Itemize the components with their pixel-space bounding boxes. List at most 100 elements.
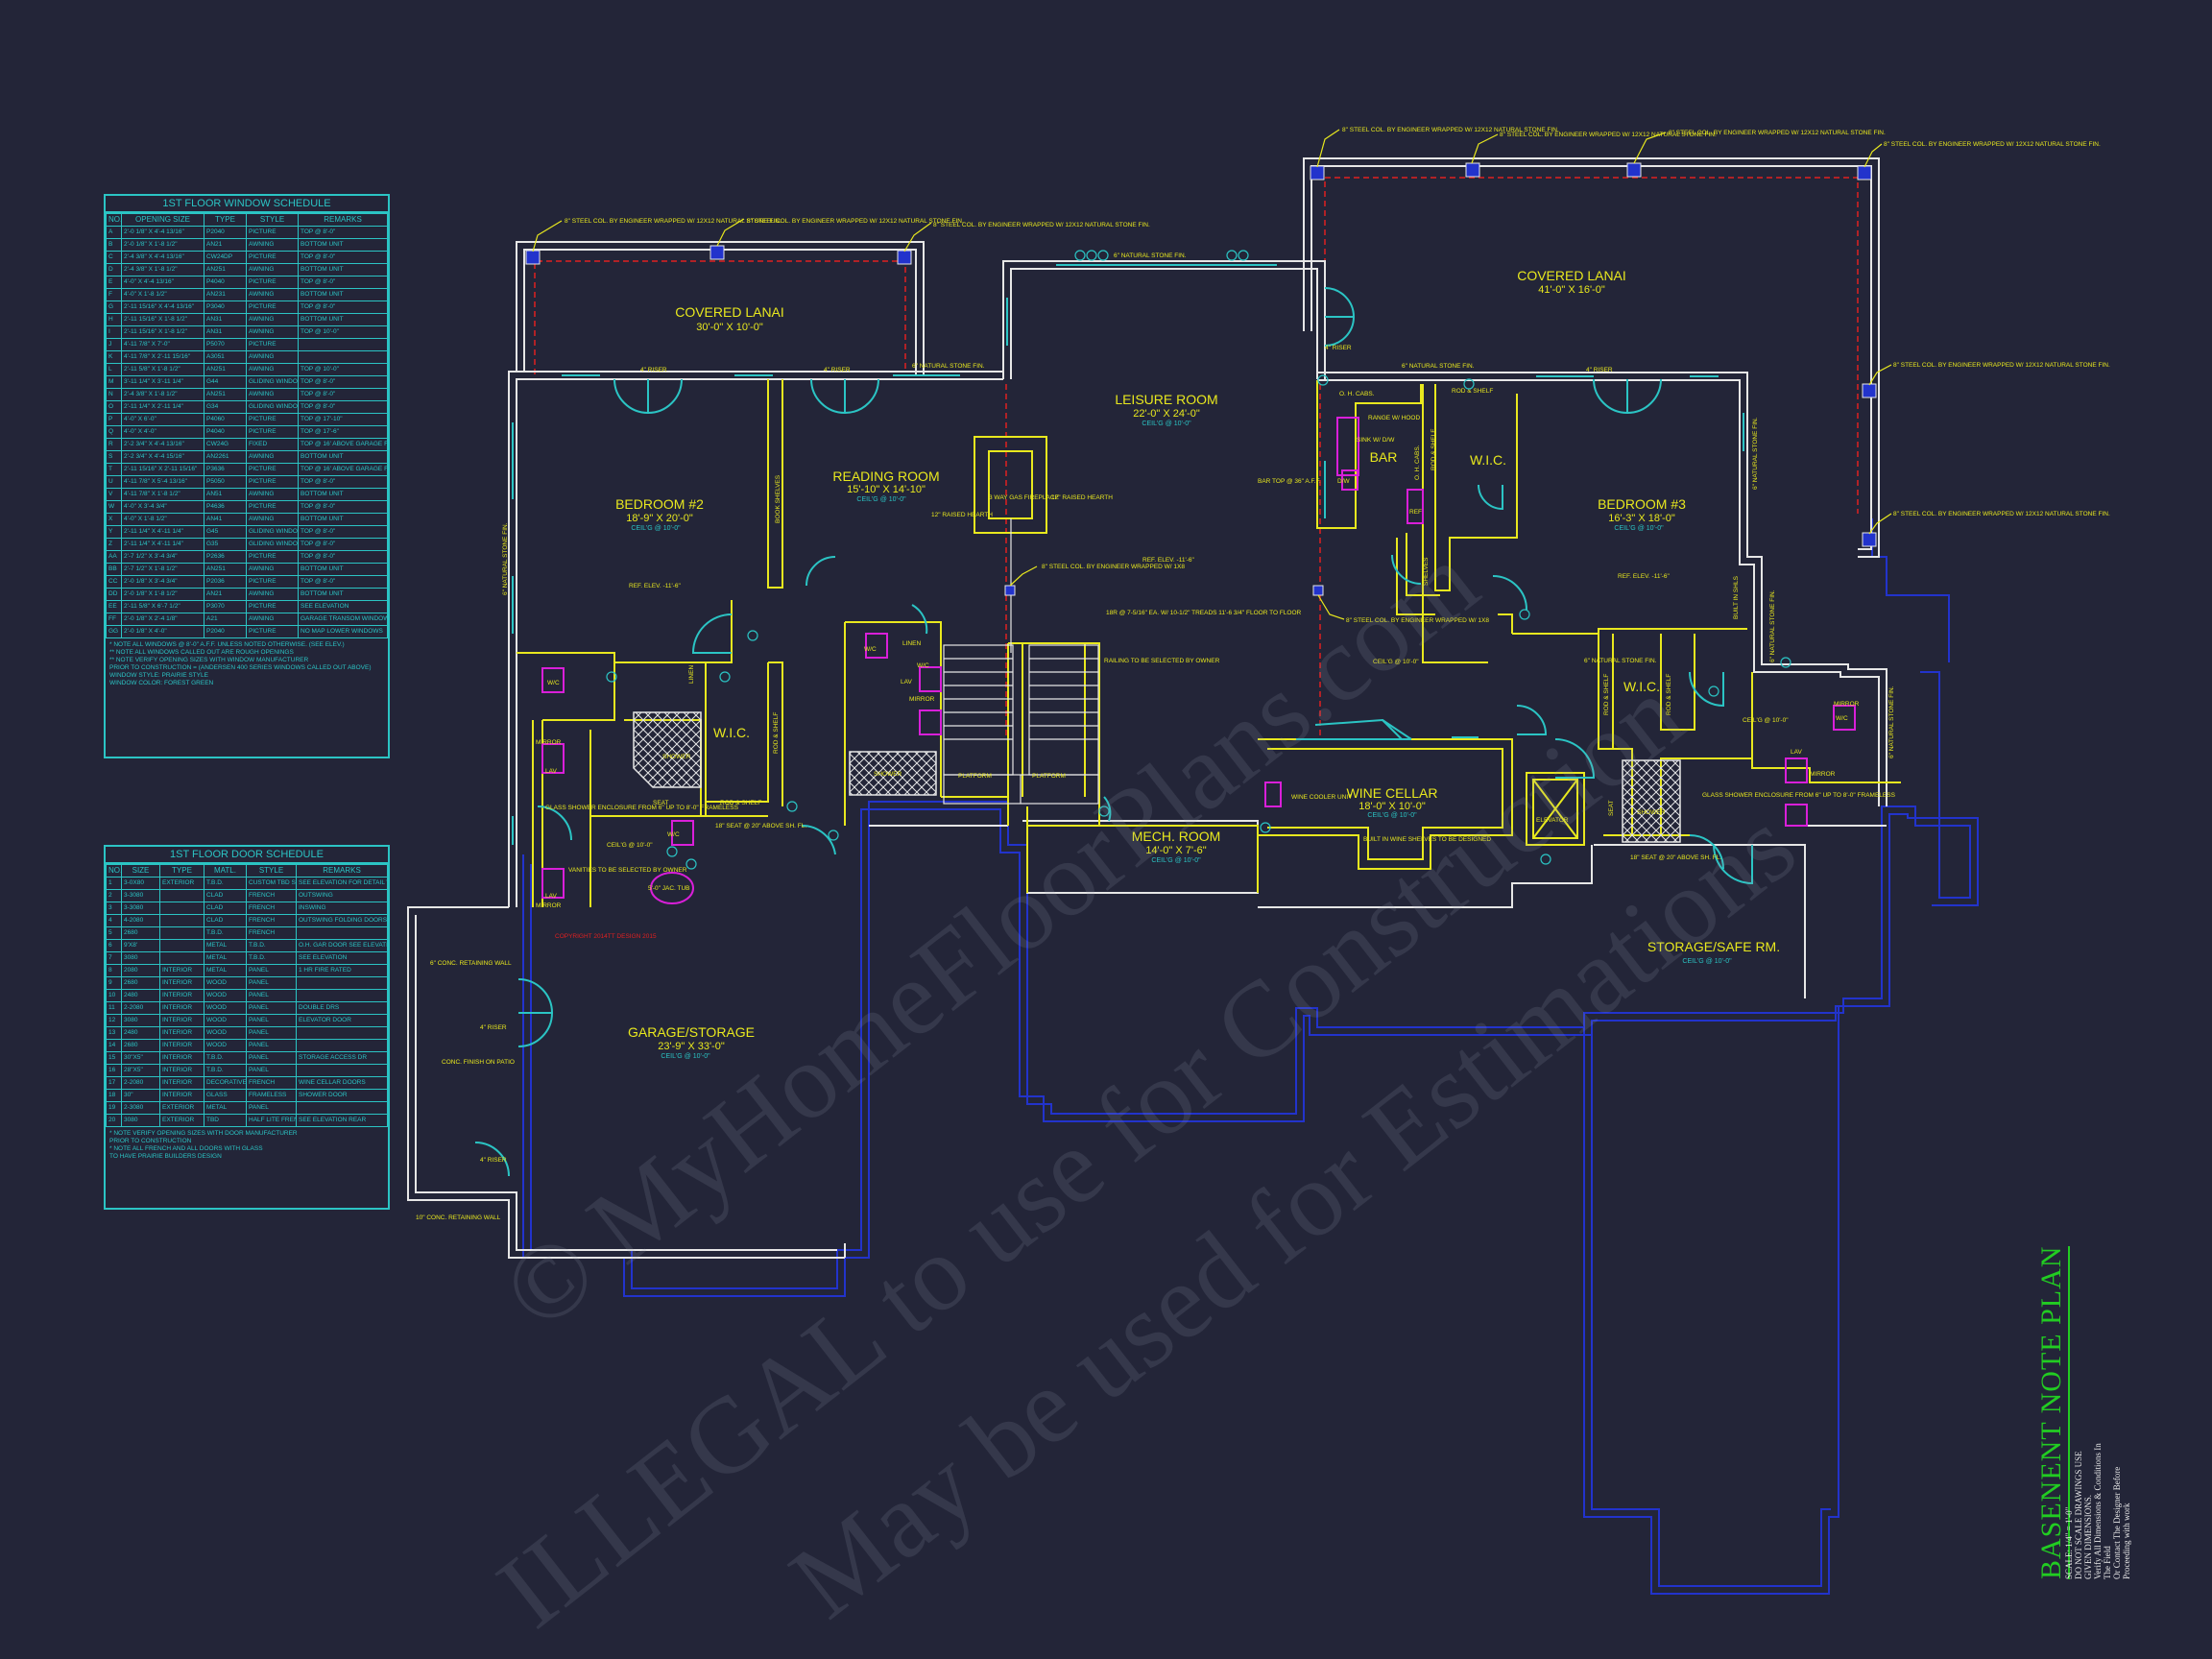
svg-text:4" RISER: 4" RISER bbox=[1586, 367, 1613, 373]
window_schedule-cell: P5050 bbox=[204, 475, 247, 489]
svg-text:SEAT: SEAT bbox=[1608, 800, 1615, 816]
svg-text:8" STEEL COL. BY ENGINEER WRAP: 8" STEEL COL. BY ENGINEER WRAPPED W/ 12X… bbox=[1884, 141, 2101, 148]
door_schedule-cell: 3-3080 bbox=[121, 902, 160, 915]
door_schedule-cell bbox=[296, 926, 388, 940]
door_schedule-cell: INSWING bbox=[296, 902, 388, 915]
window_schedule-cell: TOP @ 8'-0" bbox=[298, 500, 388, 514]
svg-text:LAV: LAV bbox=[545, 893, 557, 900]
window_schedule-cell: PICTURE bbox=[246, 226, 299, 239]
svg-text:SHELVES: SHELVES bbox=[1423, 557, 1430, 586]
door_schedule-cell: METAL bbox=[204, 939, 247, 952]
door_schedule-cell: SEE ELEVATION REAR bbox=[296, 1114, 388, 1127]
window_schedule-cell: TOP @ 17'-6" bbox=[298, 425, 388, 439]
svg-text:CEIL'G @ 10'-0": CEIL'G @ 10'-0" bbox=[661, 1053, 710, 1060]
window_schedule-header-cell: REMARKS bbox=[298, 213, 388, 227]
window_schedule-cell: P4040 bbox=[204, 276, 247, 289]
svg-text:MIRROR: MIRROR bbox=[1810, 771, 1836, 778]
window_schedule-cell: P2636 bbox=[204, 550, 247, 564]
window_schedule-cell: AWNING bbox=[246, 563, 299, 576]
window_schedule-header-cell: OPENING SIZE bbox=[121, 213, 204, 227]
window_schedule-cell: 2'-11 1/4" X 4'-11 1/4" bbox=[121, 525, 204, 539]
door-schedule-title: 1ST FLOOR DOOR SCHEDULE bbox=[106, 847, 388, 864]
room-wic-bed2: W.I.C. bbox=[713, 725, 750, 740]
window_schedule-cell: 2'-4 3/8" X 1'-8 1/2" bbox=[121, 263, 204, 276]
window_schedule-cell: 2'-2 3/4" X 4'-4 15/16" bbox=[121, 450, 204, 464]
window_schedule-cell: TOP @ 8'-0" bbox=[298, 525, 388, 539]
svg-text:18" SEAT @ 20" ABOVE SH. FL.: 18" SEAT @ 20" ABOVE SH. FL. bbox=[1630, 854, 1721, 861]
svg-text:12" RAISED HEARTH: 12" RAISED HEARTH bbox=[1051, 494, 1113, 501]
door_schedule-cell: SEE ELEVATION FOR DETAIL W/ SIDELITES bbox=[296, 877, 388, 890]
svg-text:BOOK SHELVES: BOOK SHELVES bbox=[775, 474, 781, 523]
svg-text:8" STEEL COL. BY ENGINEER WRAP: 8" STEEL COL. BY ENGINEER WRAPPED W/ 12X… bbox=[1669, 130, 1886, 136]
door_schedule-cell: FRAMELESS bbox=[246, 1089, 297, 1102]
window_schedule-cell: AN251 bbox=[204, 363, 247, 376]
window_schedule-cell: 4'-11 7/8" X 1'-8 1/2" bbox=[121, 488, 204, 501]
svg-text:WINE CELLAR: WINE CELLAR bbox=[1347, 785, 1438, 801]
window_schedule-cell: BOTTOM UNIT bbox=[298, 513, 388, 526]
svg-text:CONC. FINISH ON PATIO: CONC. FINISH ON PATIO bbox=[442, 1059, 515, 1066]
door_schedule-cell: HALF LITE FRENCH PANEL bbox=[246, 1114, 297, 1127]
window_schedule-cell: A bbox=[106, 226, 122, 239]
svg-text:LINEN: LINEN bbox=[688, 665, 695, 684]
svg-text:GLASS SHOWER ENCLOSURE FROM 6": GLASS SHOWER ENCLOSURE FROM 6" UP TO 8'-… bbox=[545, 805, 739, 811]
window_schedule-cell: PICTURE bbox=[246, 251, 299, 264]
window_schedule-cell: Q bbox=[106, 425, 122, 439]
door_schedule-cell: INTERIOR bbox=[159, 1064, 204, 1077]
window_schedule-cell: AWNING bbox=[246, 325, 299, 339]
svg-text:COPYRIGHT 2014TT DESIGN 2015: COPYRIGHT 2014TT DESIGN 2015 bbox=[555, 933, 657, 940]
room-bedroom-2: BEDROOM #218'-9" X 20'-0"CEIL'G @ 10'-0" bbox=[615, 496, 704, 532]
svg-text:8" STEEL COL. BY ENGINEER WRAP: 8" STEEL COL. BY ENGINEER WRAPPED W/ 12X… bbox=[1500, 132, 1717, 138]
door_schedule-cell: INTERIOR bbox=[159, 1014, 204, 1027]
window_schedule-cell: DD bbox=[106, 588, 122, 601]
window_schedule-cell: BOTTOM UNIT bbox=[298, 588, 388, 601]
window_schedule-cell: 4'-0" X 3'-4 3/4" bbox=[121, 500, 204, 514]
window_schedule-cell: P2040 bbox=[204, 625, 247, 638]
door_schedule-cell: PANEL bbox=[246, 1101, 297, 1115]
window_schedule-cell: I bbox=[106, 325, 122, 339]
door-schedule-notes: * NOTE VERIFY OPENING SIZES WITH DOOR MA… bbox=[109, 1130, 298, 1160]
window_schedule-cell: TOP @ 10'-0" bbox=[298, 325, 388, 339]
door_schedule-cell bbox=[296, 1064, 388, 1077]
svg-text:6" NATURAL STONE FIN.: 6" NATURAL STONE FIN. bbox=[1752, 417, 1759, 490]
svg-text:BAR: BAR bbox=[1370, 449, 1398, 465]
window_schedule-cell: GG bbox=[106, 625, 122, 638]
svg-text:8" STEEL COL. BY ENGINEER WRAP: 8" STEEL COL. BY ENGINEER WRAPPED W/ 12X… bbox=[1893, 362, 2110, 369]
door_schedule-cell: GLASS bbox=[204, 1089, 247, 1102]
door_schedule-cell: DECORATIVE WOOD bbox=[204, 1076, 247, 1090]
window_schedule-cell: 3'-11 1/4" X 3'-11 1/4" bbox=[121, 375, 204, 389]
door_schedule-cell: DOUBLE DRS bbox=[296, 1001, 388, 1015]
door_schedule-cell bbox=[159, 939, 204, 952]
window_schedule-cell: BOTTOM UNIT bbox=[298, 488, 388, 501]
door_schedule-cell: INTERIOR bbox=[159, 1089, 204, 1102]
plan-notes: DO NOT SCALE DRAWINGS USE GIVEN DIMENSIO… bbox=[2074, 1443, 2131, 1579]
door_schedule-cell: ELEVATOR DOOR bbox=[296, 1014, 388, 1027]
door_schedule-cell: WINE CELLAR DOORS bbox=[296, 1076, 388, 1090]
window_schedule-cell: 2'-11 5/8" X 6'-7 1/2" bbox=[121, 600, 204, 613]
window_schedule-cell: AN31 bbox=[204, 325, 247, 339]
svg-text:SHOWER: SHOWER bbox=[874, 771, 902, 778]
door_schedule-cell: 18 bbox=[106, 1089, 122, 1102]
door_schedule-cell: 19 bbox=[106, 1101, 122, 1115]
svg-text:18'-9" X 20'-0": 18'-9" X 20'-0" bbox=[626, 513, 693, 524]
svg-text:MIRROR: MIRROR bbox=[1834, 701, 1860, 708]
window_schedule-cell: PICTURE bbox=[246, 575, 299, 589]
door_schedule-cell: 2680 bbox=[121, 1039, 160, 1052]
window_schedule-cell: X bbox=[106, 513, 122, 526]
svg-text:CEIL'G @ 10'-0": CEIL'G @ 10'-0" bbox=[1614, 525, 1664, 532]
svg-text:O. H. CABS.: O. H. CABS. bbox=[1414, 445, 1421, 480]
door_schedule-cell: METAL bbox=[204, 1101, 247, 1115]
door_schedule-cell: 3 bbox=[106, 902, 122, 915]
svg-text:O. H. CABS.: O. H. CABS. bbox=[1339, 391, 1375, 397]
window_schedule-cell: R bbox=[106, 438, 122, 451]
svg-text:GLASS SHOWER ENCLOSURE FROM 6": GLASS SHOWER ENCLOSURE FROM 6" UP TO 8'-… bbox=[1702, 792, 1896, 799]
